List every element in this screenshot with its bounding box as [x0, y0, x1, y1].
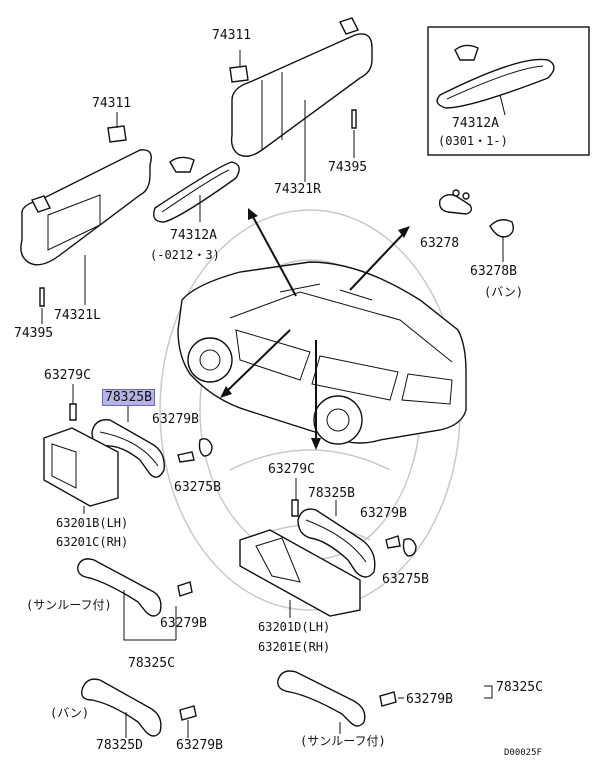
label-63275b-left: 63275B — [174, 480, 221, 495]
label-63279c-right: 63279C — [268, 462, 315, 477]
label-63279b-sunroof-left: 63279B — [160, 616, 207, 631]
label-63279b-right: 63279B — [360, 506, 407, 521]
label-sunroof-note-left: (サンルーフ付) — [26, 598, 112, 612]
label-74395-left: 74395 — [14, 326, 54, 341]
label-63201b-lh: 63201B(LH) — [56, 516, 129, 530]
cap-63278b — [489, 219, 515, 262]
label-74321r: 74321R — [274, 182, 321, 197]
label-74311-top: 74311 — [212, 28, 252, 43]
label-63201d-lh: 63201D(LH) — [258, 620, 331, 634]
label-63279b-sunroof-right: 63279B — [406, 692, 453, 707]
label-74395-right: 74395 — [328, 160, 368, 175]
inset-box — [427, 26, 590, 156]
handle-78325d — [81, 678, 197, 738]
label-74312a-inset-range: (0301・1-) — [438, 134, 508, 148]
label-63279b-left: 63279B — [152, 412, 199, 427]
label-74312a-inset: 74312A — [452, 116, 499, 131]
label-diagram-code: D00025F — [504, 748, 542, 758]
label-63201c-rh: 63201C(RH) — [56, 535, 129, 549]
label-63278b-note: (バン) — [484, 285, 524, 299]
label-74312a-main: 74312A — [170, 228, 217, 243]
cap-63278 — [438, 189, 473, 215]
callout-arrows — [220, 208, 410, 450]
label-63278b: 63278B — [470, 264, 517, 279]
label-74311-left: 74311 — [92, 96, 132, 111]
right-sun-visor — [229, 17, 373, 182]
label-63279b-van: 63279B — [176, 738, 223, 753]
label-78325d: 78325D — [96, 738, 143, 753]
inset-mirror — [436, 44, 555, 116]
handle-78325c-right — [277, 670, 493, 734]
label-63278: 63278 — [420, 236, 460, 251]
label-78325c-left: 78325C — [128, 656, 175, 671]
label-van-note: (バン) — [50, 706, 90, 720]
label-63279c-left: 63279C — [44, 368, 91, 383]
left-sun-visor — [20, 112, 152, 324]
label-63201e-rh: 63201E(RH) — [258, 640, 331, 654]
label-78325c-right: 78325C — [496, 680, 543, 695]
label-74312a-main-range: (-0212・3) — [150, 248, 220, 262]
label-78325b-right: 78325B — [308, 486, 355, 501]
right-grip-assembly — [239, 478, 417, 618]
label-78325b-highlighted[interactable]: 78325B — [102, 389, 155, 406]
label-74321l: 74321L — [54, 308, 101, 323]
handle-78325c-left — [77, 558, 193, 641]
left-grip-assembly — [43, 384, 213, 514]
car-body — [177, 261, 467, 445]
label-sunroof-note-right: (サンルーフ付) — [300, 734, 386, 748]
label-63275b-right: 63275B — [382, 572, 429, 587]
main-mirror — [152, 156, 240, 223]
